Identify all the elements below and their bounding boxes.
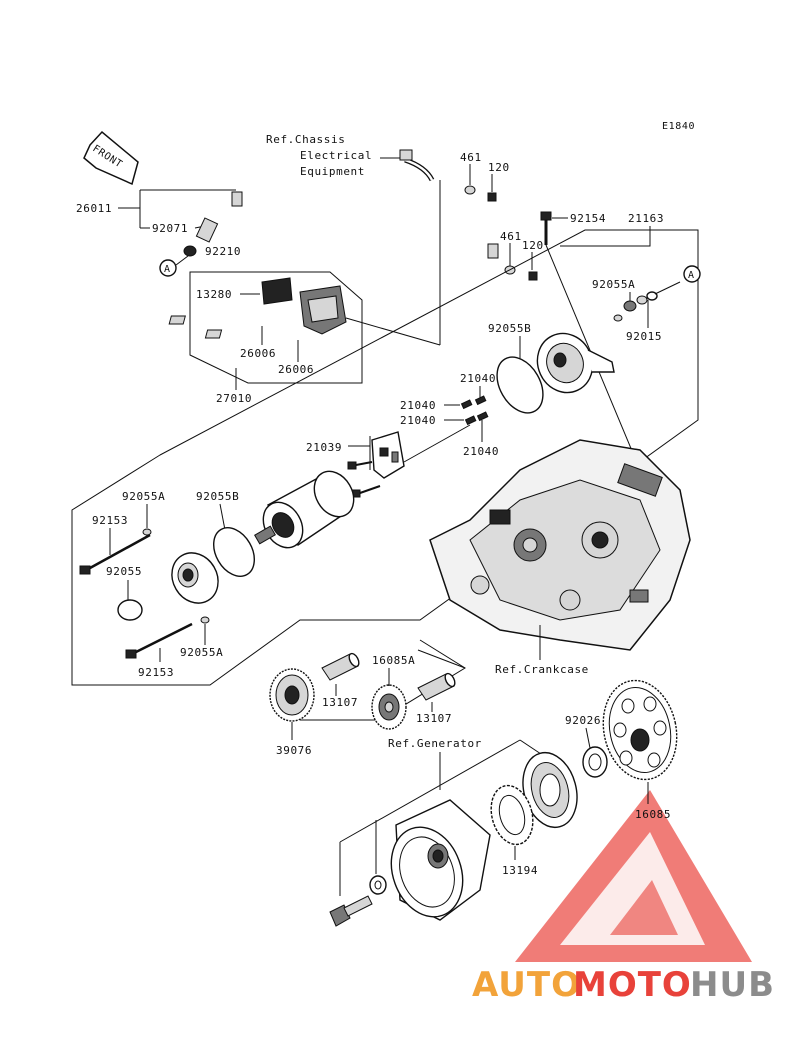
part-92071: 92071 — [152, 222, 188, 235]
screw-21039-a — [347, 461, 373, 470]
flywheel-bolt — [329, 895, 373, 927]
ref-chassis-line3: Equipment — [300, 165, 365, 178]
ref-generator: Ref.Generator — [388, 737, 482, 750]
part-92015: 92015 — [626, 330, 662, 343]
ref-chassis-line2: Electrical — [300, 149, 372, 162]
part-26006-b: 26006 — [278, 363, 314, 376]
part-13107-b: 13107 — [416, 712, 452, 725]
part-461-b: 461 — [500, 230, 522, 243]
starter-group-outline — [71, 229, 699, 686]
fuse-26006-a — [168, 315, 186, 325]
bolt-120-a — [487, 192, 497, 202]
part-92055A-top: 92055A — [592, 278, 635, 291]
gear-16085 — [602, 679, 678, 781]
starter-motor — [254, 470, 355, 549]
part-120-a: 120 — [488, 161, 510, 174]
part-120-b: 120 — [522, 239, 544, 252]
ref-chassis-line1: Ref.Chassis — [266, 133, 345, 146]
part-39076: 39076 — [276, 744, 312, 757]
generator-flywheel — [390, 799, 491, 921]
relay-group-outline — [189, 271, 363, 384]
brush-a — [460, 399, 473, 410]
generator-leader — [339, 739, 521, 896]
bolt-92153-b — [125, 622, 193, 659]
part-92153-a: 92153 — [92, 514, 128, 527]
bolt-92153-a — [79, 533, 151, 575]
bolt-120-b — [528, 271, 538, 281]
oring-92055 — [117, 599, 143, 621]
relay-cover-13280 — [261, 277, 293, 305]
starter-front-cover — [171, 552, 219, 604]
callout-a-right — [683, 265, 701, 283]
part-16085A: 16085A — [372, 654, 415, 667]
part-92154: 92154 — [570, 212, 606, 225]
part-27010: 27010 — [216, 392, 252, 405]
part-21039: 21039 — [306, 441, 342, 454]
part-92055B-left: 92055B — [196, 490, 239, 503]
oring-92055B-left — [213, 527, 255, 577]
brush-c — [464, 415, 477, 426]
watermark-triangle-core — [610, 880, 678, 935]
part-92055A-left1: 92055A — [122, 490, 165, 503]
cable-terminal — [195, 217, 219, 243]
part-461-a: 461 — [460, 151, 482, 164]
fuse-26006-b — [204, 329, 223, 339]
part-21040-a: 21040 — [460, 372, 496, 385]
part-21040-d: 21040 — [463, 445, 499, 458]
shaft-13107-b — [417, 672, 456, 701]
gear-16085A — [371, 684, 407, 730]
part-21040-c: 21040 — [400, 414, 436, 427]
part-13280: 13280 — [196, 288, 232, 301]
starter-rear-cover — [536, 332, 615, 394]
part-21163: 21163 — [628, 212, 664, 225]
part-21040-b: 21040 — [400, 399, 436, 412]
starter-cable — [231, 149, 499, 268]
callout-a-left — [159, 259, 177, 277]
callout-a-left-label: A — [164, 264, 171, 275]
part-13194: 13194 — [502, 864, 538, 877]
washer-top-b — [636, 295, 648, 305]
watermark-auto: AUTO — [472, 965, 581, 1005]
gear-39076 — [269, 668, 315, 722]
watermark-wordmark: AUTO MOTO HUB — [472, 965, 775, 1005]
washer-461-a — [464, 185, 476, 195]
watermark-hub: HUB — [690, 965, 775, 1005]
nut-92015 — [646, 291, 658, 301]
part-16085: 16085 — [635, 808, 671, 821]
part-92026: 92026 — [565, 714, 601, 727]
part-92153-b: 92153 — [138, 666, 174, 679]
nut-92210 — [183, 245, 197, 257]
part-26006-a: 26006 — [240, 347, 276, 360]
diagram-code: E1840 — [662, 121, 695, 132]
part-26011: 26011 — [76, 202, 112, 215]
part-13107-a: 13107 — [322, 696, 358, 709]
one-way-clutch-13194 — [490, 784, 534, 846]
part-92055A-left2: 92055A — [180, 646, 223, 659]
brush-holder-21039 — [371, 431, 405, 479]
screw-21039-b — [351, 485, 381, 498]
watermark-moto: MOTO — [573, 965, 692, 1005]
front-arrow-icon: FRONT — [83, 130, 139, 186]
bolt-92154 — [540, 211, 552, 245]
brush-b — [474, 395, 487, 406]
watermark-logo — [515, 790, 752, 962]
shaft-13107-a — [321, 652, 360, 681]
part-92055B-top: 92055B — [488, 322, 531, 335]
ref-crankcase: Ref.Crankcase — [495, 663, 589, 676]
brush-d — [476, 411, 489, 422]
part-92210: 92210 — [205, 245, 241, 258]
crankcase-illustration — [429, 439, 691, 651]
starter-clutch-housing — [522, 751, 578, 829]
oring-92055A-left1 — [142, 528, 152, 536]
washer-top-a — [623, 300, 637, 312]
oring-92055B-top — [496, 356, 544, 414]
oring-92055A-left2 — [200, 616, 210, 624]
callout-a-right-label: A — [688, 270, 695, 281]
part-92055: 92055 — [106, 565, 142, 578]
oring-92055A-top — [613, 314, 623, 322]
